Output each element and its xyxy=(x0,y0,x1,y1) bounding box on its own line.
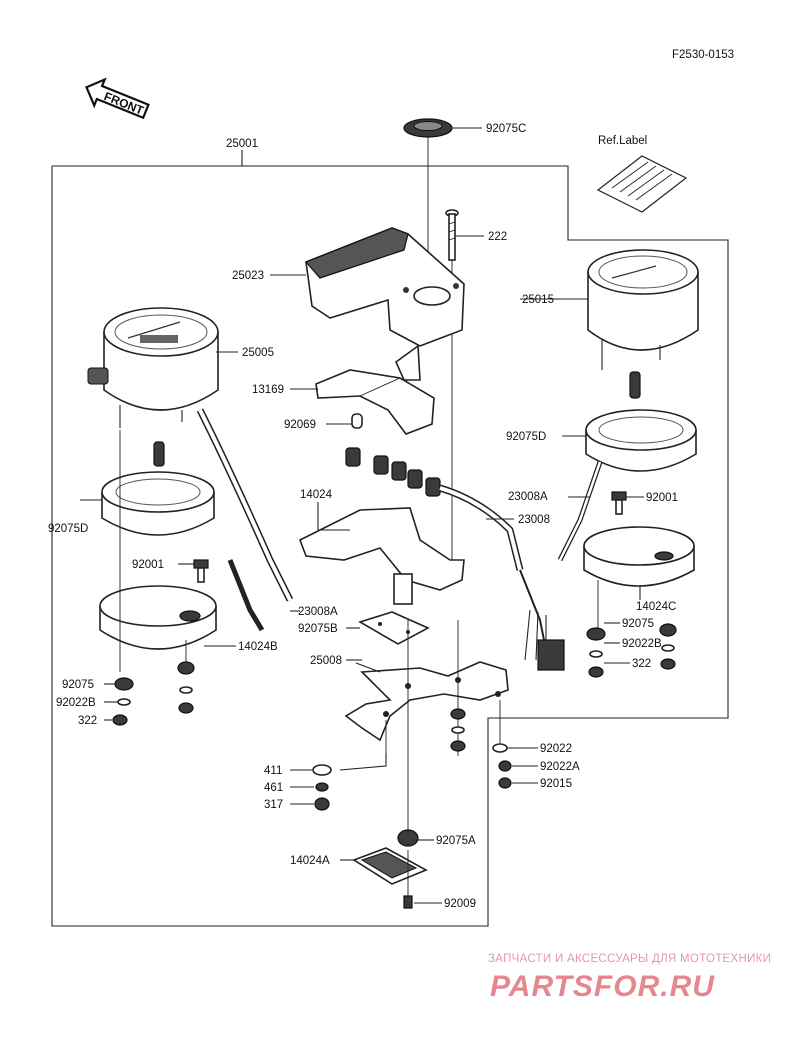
cup-92075d-left xyxy=(101,441,215,536)
ref-label-text: Ref.Label xyxy=(598,135,647,147)
bolt-222 xyxy=(445,209,459,261)
label-14024: 14024 xyxy=(300,489,333,501)
ref-label-sticker xyxy=(596,155,688,213)
bracket-25008 xyxy=(344,661,509,742)
label-92001-left: 92001 xyxy=(132,559,164,571)
speedometer-25005 xyxy=(87,307,219,428)
label-14024b: 14024B xyxy=(238,641,278,653)
screw-92009 xyxy=(403,895,413,909)
watermark-tagline: ЗАПЧАСТИ И АКСЕССУАРЫ ДЛЯ МОТОТЕХНИКИ xyxy=(488,953,771,965)
front-label: FRONT xyxy=(102,89,146,118)
label-25015: 25015 xyxy=(522,294,554,306)
watermark: ЗАПЧАСТИ И АКСЕССУАРЫ ДЛЯ МОТОТЕХНИКИ PA… xyxy=(488,953,771,1003)
label-92075b: 92075B xyxy=(298,623,338,635)
cup-92075d-right xyxy=(585,371,697,472)
label-92075a: 92075A xyxy=(436,835,476,847)
front-arrow-icon: FRONT xyxy=(85,77,150,120)
label-14024c: 14024C xyxy=(636,601,676,613)
label-461: 461 xyxy=(264,782,283,794)
label-23008a-left: 23008A xyxy=(298,606,338,618)
grommet-92075c xyxy=(403,118,453,138)
label-92015: 92015 xyxy=(540,778,572,790)
right-hardware-stack xyxy=(586,623,677,678)
label-13169: 13169 xyxy=(252,384,284,396)
screw-92001-right xyxy=(611,491,627,515)
part-labels: 25001 92075C 222 25023 25015 25005 13169… xyxy=(48,123,678,910)
label-92075c: 92075C xyxy=(486,123,526,135)
label-92009: 92009 xyxy=(444,898,476,910)
label-25008: 25008 xyxy=(310,655,342,667)
left-hardware-stack xyxy=(112,661,195,726)
label-322-left: 322 xyxy=(78,715,97,727)
label-23008: 23008 xyxy=(518,514,550,526)
label-222: 222 xyxy=(488,231,507,243)
plate-14024a xyxy=(352,847,428,885)
label-322-right: 322 xyxy=(632,658,651,670)
label-92069: 92069 xyxy=(284,419,316,431)
bracket-14024 xyxy=(298,507,465,605)
label-92075-right: 92075 xyxy=(622,618,654,630)
assembly-boundary xyxy=(51,165,729,927)
indicator-housing-25023 xyxy=(304,227,465,347)
screw-92001-left xyxy=(193,559,209,583)
label-14024a: 14024A xyxy=(290,855,330,867)
label-92022a: 92022A xyxy=(540,761,580,773)
socket-row xyxy=(345,447,524,571)
label-92075-left: 92075 xyxy=(62,679,94,691)
bulb-92069 xyxy=(351,413,363,429)
label-25023: 25023 xyxy=(232,270,264,282)
label-92022: 92022 xyxy=(540,743,572,755)
label-92075d-right: 92075D xyxy=(506,431,546,443)
label-25005: 25005 xyxy=(242,347,274,359)
watermark-logo: PARTSFOR.RU xyxy=(490,970,715,1003)
label-92022b-right: 92022B xyxy=(622,638,662,650)
label-317: 317 xyxy=(264,799,283,811)
label-92001-right: 92001 xyxy=(646,492,678,504)
plate-92075b xyxy=(358,611,430,645)
harness-23008 xyxy=(519,569,565,671)
label-23008a-right: 23008A xyxy=(508,491,548,503)
tachometer-25015 xyxy=(587,249,699,370)
case-14024c xyxy=(583,526,695,587)
grommet-92075a xyxy=(397,829,419,847)
center-hardware xyxy=(450,708,512,789)
label-92022b-left: 92022B xyxy=(56,697,96,709)
case-14024b xyxy=(99,585,217,650)
figure-code: F2530-0153 xyxy=(672,49,734,61)
washer-nut-stack xyxy=(312,764,332,811)
bracket-13169 xyxy=(315,344,435,435)
label-411: 411 xyxy=(264,765,282,777)
label-92075d-left: 92075D xyxy=(48,523,88,535)
label-25001: 25001 xyxy=(226,138,258,150)
